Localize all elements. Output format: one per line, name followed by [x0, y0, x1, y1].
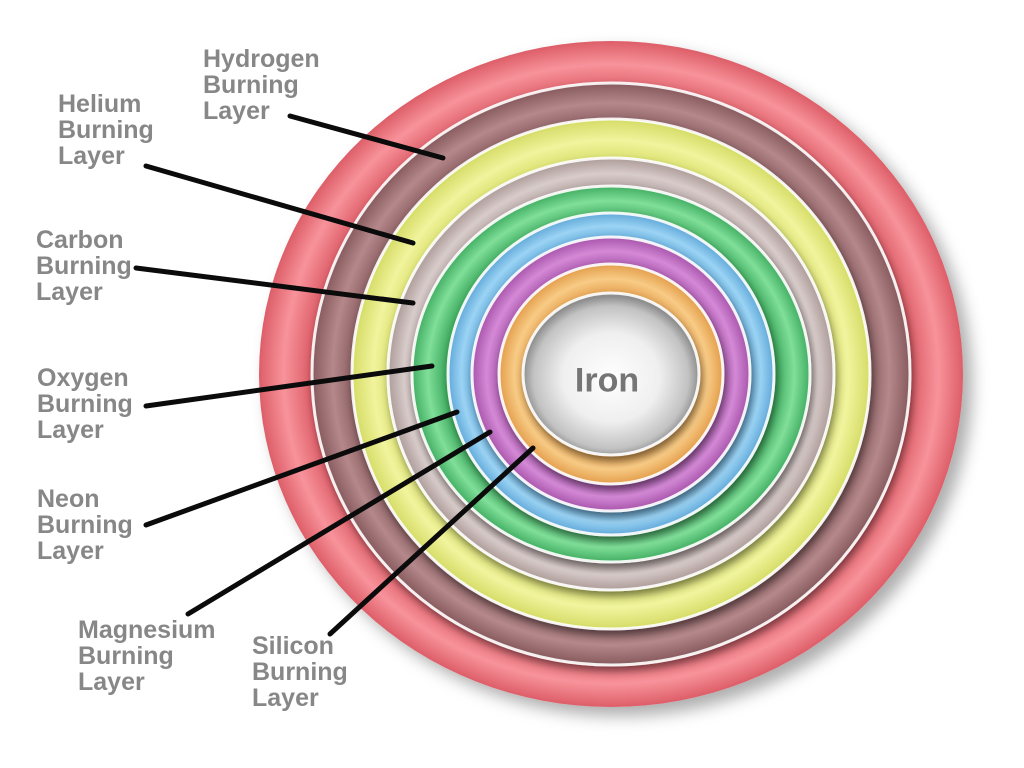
leader-line-hydrogen — [287, 113, 446, 161]
label-carbon-burning-layer: Carbon Burning Layer — [36, 226, 132, 306]
label-neon-burning-layer: Neon Burning Layer — [37, 485, 133, 565]
label-magnesium-burning-layer: Magnesium Burning Layer — [78, 616, 216, 696]
leader-line-silicon — [327, 445, 536, 637]
leader-line-magnesium — [185, 429, 493, 617]
leader-line-carbon — [133, 265, 416, 306]
label-oxygen-burning-layer: Oxygen Burning Layer — [37, 364, 133, 444]
leader-lines — [133, 113, 536, 637]
label-silicon-burning-layer: Silicon Burning Layer — [252, 632, 348, 712]
leader-line-helium — [143, 163, 416, 246]
leader-line-neon — [143, 409, 460, 528]
label-helium-burning-layer: Helium Burning Layer — [58, 90, 154, 170]
label-hydrogen-burning-layer: Hydrogen Burning Layer — [203, 45, 320, 125]
iron-core-label: Iron — [574, 361, 640, 400]
ring-iron-core — [521, 291, 701, 457]
leader-line-oxygen — [143, 363, 435, 409]
